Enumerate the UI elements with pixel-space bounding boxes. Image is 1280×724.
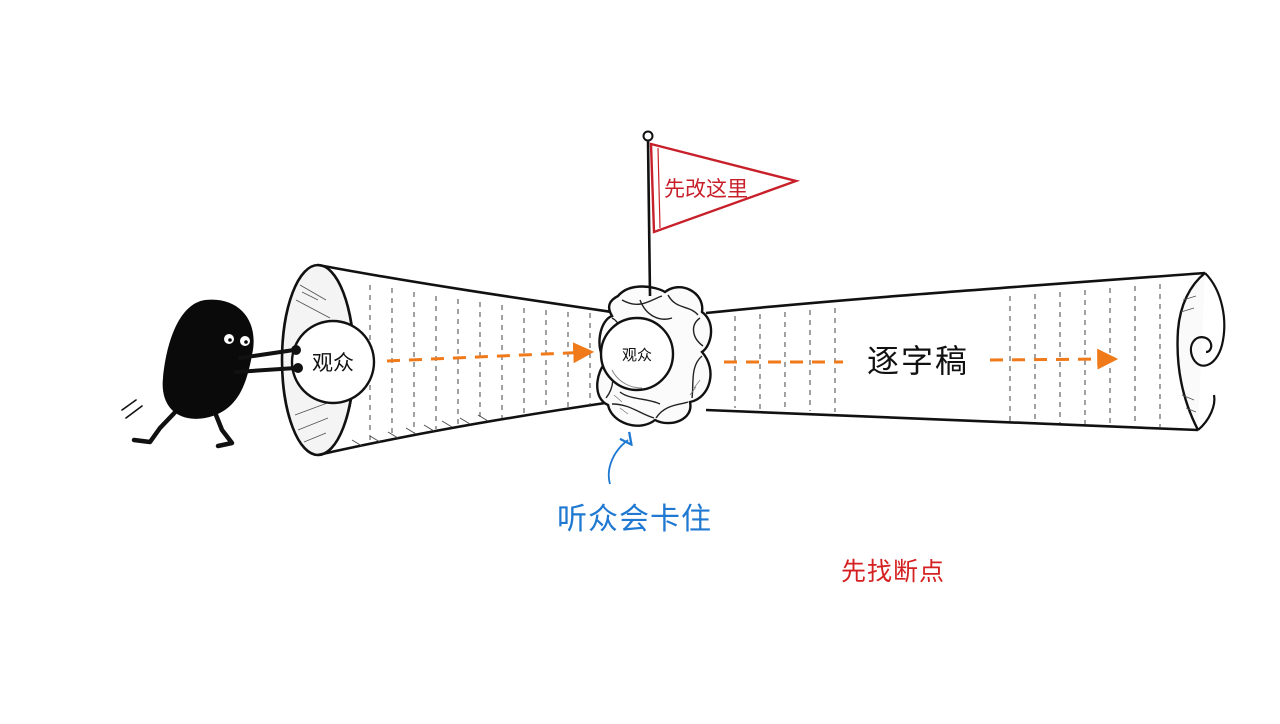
stuck-label: 听众会卡住 bbox=[557, 502, 712, 537]
ball-left-icon: 观众 bbox=[290, 319, 376, 405]
ball-left-label: 观众 bbox=[312, 351, 354, 375]
arrow-icon bbox=[386, 342, 595, 364]
text-lines-right bbox=[734, 284, 1161, 427]
find-break-label: 先找断点 bbox=[841, 557, 946, 586]
scroll-icon bbox=[280, 263, 1226, 457]
text-lines-left bbox=[369, 285, 591, 440]
scroll-curl bbox=[1176, 272, 1226, 431]
character-icon bbox=[121, 299, 303, 449]
ball-middle-icon: 观众 bbox=[599, 316, 675, 392]
ball-middle-label: 观众 bbox=[622, 346, 652, 364]
flag-icon: 先改这里 bbox=[642, 130, 801, 297]
scroll-label: 逐字稿 bbox=[867, 342, 969, 380]
flag-label: 先改这里 bbox=[664, 177, 748, 201]
pointer-arrow-icon bbox=[607, 440, 628, 485]
mouth-hatching bbox=[294, 284, 331, 443]
